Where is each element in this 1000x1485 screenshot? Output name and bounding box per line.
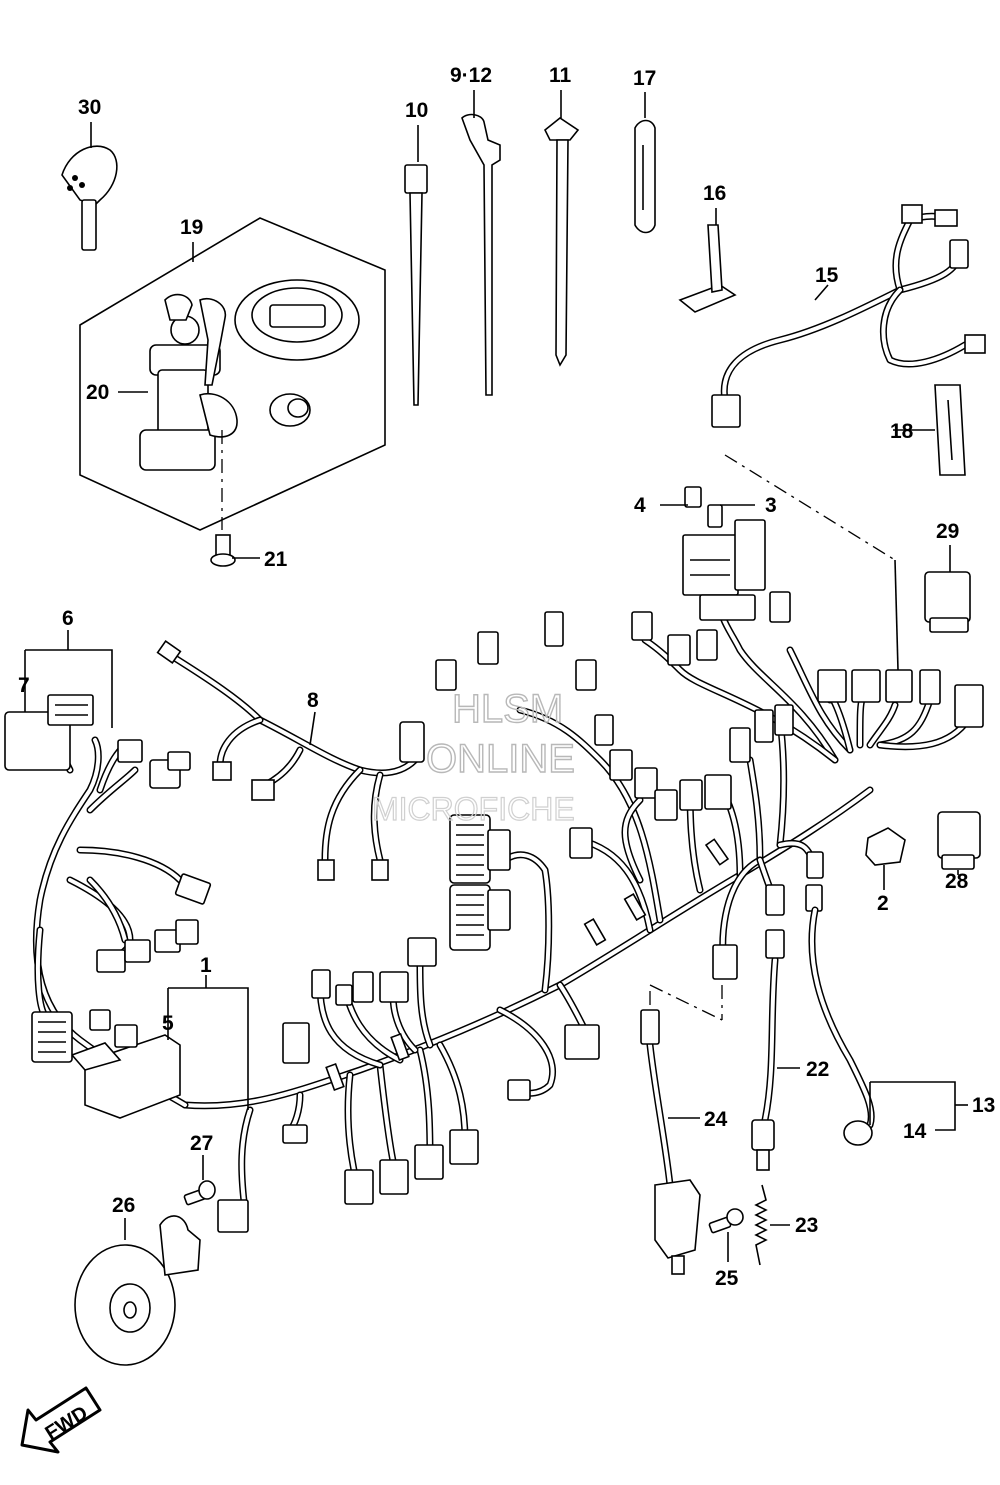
- band-18: [934, 384, 966, 476]
- sensor-24: [640, 984, 723, 1275]
- sub-harness-15: [711, 204, 986, 428]
- cap-2: [865, 827, 906, 866]
- label-7: 7: [18, 674, 30, 697]
- relay-box-5: [31, 1009, 181, 1119]
- label-28: 28: [945, 870, 969, 893]
- label-19: 19: [180, 216, 203, 239]
- label-2: 2: [877, 892, 889, 915]
- label-23: 23: [795, 1214, 818, 1237]
- label-27: 27: [190, 1132, 213, 1155]
- switch-22: [751, 929, 785, 1171]
- watermark-line-1: HLSM: [452, 687, 563, 731]
- harness-connectors: [217, 591, 984, 1233]
- label-29: 29: [936, 520, 959, 543]
- fwd-arrow-badge: FWD: [20, 1386, 102, 1454]
- label-leaders: [24, 90, 968, 1262]
- bolt-27: [183, 1180, 216, 1206]
- label-9-12: 9·12: [450, 64, 492, 87]
- label-10: 10: [405, 99, 428, 122]
- label-8: 8: [307, 689, 319, 712]
- watermark-line-3: MICROFICHE: [372, 791, 575, 827]
- label-25: 25: [715, 1267, 739, 1290]
- clamp-9-12: [461, 113, 501, 396]
- sensor-14: [808, 906, 875, 1146]
- label-18: 18: [890, 420, 914, 443]
- clip-tie-11: [543, 117, 580, 367]
- label-21: 21: [264, 548, 288, 571]
- watermark: HLSM ONLINE MICROFICHE: [371, 686, 575, 827]
- label-15: 15: [815, 264, 839, 287]
- label-16: 16: [703, 182, 726, 205]
- label-30: 30: [78, 96, 101, 119]
- spring-23: [754, 1184, 768, 1266]
- label-24: 24: [704, 1108, 728, 1131]
- part-labels: 30 19 20 21 10 9·12 11 17 16 15 18 4 3 2…: [18, 64, 995, 1290]
- label-14: 14: [903, 1120, 927, 1143]
- label-5: 5: [162, 1012, 174, 1035]
- label-11: 11: [549, 64, 572, 87]
- relay-28: [937, 811, 981, 870]
- ignition-switch-set-19: [79, 217, 386, 531]
- relay-29: [924, 571, 971, 633]
- label-1: 1: [200, 954, 212, 977]
- clamp-16: [678, 224, 737, 313]
- label-4: 4: [634, 494, 646, 517]
- relay-7: [4, 694, 212, 973]
- label-22: 22: [806, 1058, 829, 1081]
- label-6: 6: [62, 607, 74, 630]
- label-26: 26: [112, 1194, 135, 1217]
- screw-25: [708, 1208, 744, 1234]
- label-3: 3: [765, 494, 777, 517]
- label-20: 20: [86, 381, 109, 404]
- label-17: 17: [633, 67, 656, 90]
- fuse-box: [682, 486, 766, 621]
- label-13: 13: [972, 1094, 995, 1117]
- key-30: [61, 145, 118, 251]
- sub-harness-8: [156, 639, 425, 881]
- horn-26: [74, 1215, 201, 1366]
- screw-21: [210, 430, 236, 567]
- band-17: [634, 119, 656, 234]
- cable-tie-10: [404, 164, 428, 406]
- watermark-line-2: ONLINE: [426, 737, 575, 781]
